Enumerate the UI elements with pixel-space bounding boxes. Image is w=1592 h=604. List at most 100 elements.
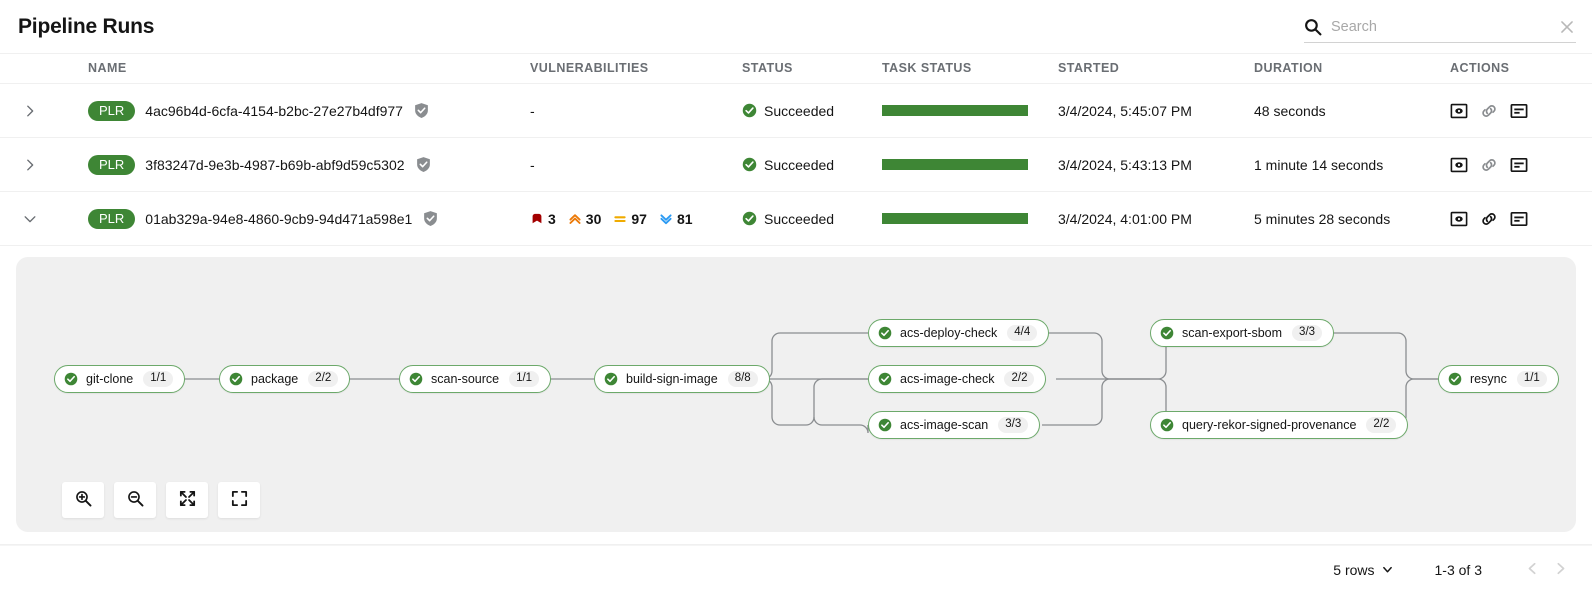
row-actions-cell bbox=[1450, 191, 1592, 246]
plr-badge: PLR bbox=[88, 100, 136, 121]
chevron-down-icon bbox=[1382, 562, 1393, 578]
pipeline-graph-canvas[interactable] bbox=[16, 257, 1576, 532]
table-footer: 5 rows 1-3 of 3 bbox=[0, 545, 1592, 593]
graph-node-package[interactable]: package 2/2 bbox=[219, 365, 351, 393]
row-task-status-cell bbox=[882, 137, 1058, 192]
node-success-icon bbox=[1448, 372, 1462, 386]
table-header: NAME VULNERABILITIES STATUS TASK STATUS … bbox=[0, 53, 1592, 84]
logs-icon[interactable] bbox=[1510, 102, 1528, 120]
link-icon[interactable] bbox=[1480, 156, 1498, 174]
row-duration-cell: 1 minute 14 seconds bbox=[1254, 137, 1450, 192]
search-input[interactable] bbox=[1331, 13, 1558, 40]
logs-icon[interactable] bbox=[1510, 156, 1528, 174]
rows-per-page-label: 5 rows bbox=[1333, 561, 1375, 578]
graph-node-build-sign-image[interactable]: build-sign-image 8/8 bbox=[594, 365, 770, 393]
graph-node-acs-image-scan[interactable]: acs-image-scan 3/3 bbox=[868, 411, 1041, 439]
fullscreen-icon bbox=[230, 489, 249, 511]
column-header-spacer bbox=[0, 53, 88, 84]
link-icon[interactable] bbox=[1480, 102, 1498, 120]
graph-node-query-rekor-signed-provenance[interactable]: query-rekor-signed-provenance 2/2 bbox=[1150, 411, 1409, 439]
row-status-cell: Succeeded bbox=[742, 83, 882, 138]
table-body: PLR 4ac96b4d-6cfa-4154-b2bc-27e27b4df977… bbox=[0, 83, 1592, 545]
close-icon[interactable] bbox=[1558, 18, 1576, 36]
node-success-icon bbox=[1160, 418, 1174, 432]
graph-node-acs-deploy-check[interactable]: acs-deploy-check 4/4 bbox=[868, 319, 1050, 347]
view-output-icon[interactable] bbox=[1450, 156, 1468, 174]
fit-view-button[interactable] bbox=[166, 482, 208, 518]
table-row[interactable]: PLR 3f83247d-9e3b-4987-b69b-abf9d59c5302… bbox=[0, 137, 1592, 192]
row-actions-cell bbox=[1450, 83, 1592, 138]
status-success-icon bbox=[742, 103, 757, 118]
node-label: build-sign-image bbox=[626, 372, 718, 386]
pipeline-runs-table: NAME VULNERABILITIES STATUS TASK STATUS … bbox=[0, 53, 1592, 545]
pipeline-graph-panel[interactable]: git-clone 1/1 package 2/2 scan-source 1/… bbox=[16, 257, 1576, 532]
column-header-status: STATUS bbox=[742, 53, 882, 84]
expand-arrows-icon bbox=[178, 489, 197, 511]
node-label: acs-image-scan bbox=[900, 418, 989, 432]
graph-node-acs-image-check[interactable]: acs-image-check 2/2 bbox=[868, 365, 1047, 393]
chevron-down-icon[interactable] bbox=[14, 203, 46, 235]
column-header-task-status: TASK STATUS bbox=[882, 53, 1058, 84]
node-count: 1/1 bbox=[143, 371, 174, 387]
run-name-link[interactable]: 4ac96b4d-6cfa-4154-b2bc-27e27b4df977 bbox=[145, 102, 403, 119]
low-severity-icon bbox=[660, 213, 672, 224]
node-count: 8/8 bbox=[727, 371, 758, 387]
row-toggle-cell[interactable] bbox=[0, 83, 88, 138]
next-page-button[interactable] bbox=[1546, 556, 1574, 584]
vulnerabilities-none: - bbox=[530, 102, 535, 119]
chevron-right-icon bbox=[1554, 562, 1567, 578]
expanded-pipeline-graph-row: git-clone 1/1 package 2/2 scan-source 1/… bbox=[0, 245, 1592, 545]
plr-badge: PLR bbox=[88, 208, 136, 229]
rows-per-page-select[interactable]: 5 rows bbox=[1333, 562, 1392, 578]
table-row[interactable]: PLR 4ac96b4d-6cfa-4154-b2bc-27e27b4df977… bbox=[0, 83, 1592, 138]
chevron-right-icon[interactable] bbox=[14, 95, 46, 127]
graph-node-scan-source[interactable]: scan-source 1/1 bbox=[399, 365, 552, 393]
row-vulnerabilities-cell: - bbox=[530, 83, 742, 138]
node-label: acs-deploy-check bbox=[900, 326, 998, 340]
important-severity-icon bbox=[569, 213, 581, 224]
node-count: 1/1 bbox=[1516, 371, 1547, 387]
table-row[interactable]: PLR 01ab329a-94e8-4860-9cb9-94d471a598e1 bbox=[0, 191, 1592, 246]
graph-node-scan-export-sbom[interactable]: scan-export-sbom 3/3 bbox=[1150, 319, 1335, 347]
node-count: 1/1 bbox=[509, 371, 540, 387]
graph-node-resync[interactable]: resync 1/1 bbox=[1438, 365, 1559, 393]
node-success-icon bbox=[229, 372, 243, 386]
task-status-bar bbox=[882, 159, 1028, 170]
node-count: 3/3 bbox=[998, 417, 1029, 433]
row-name-cell: PLR 4ac96b4d-6cfa-4154-b2bc-27e27b4df977 bbox=[88, 83, 530, 138]
graph-node-git-clone[interactable]: git-clone 1/1 bbox=[54, 365, 186, 393]
view-output-icon[interactable] bbox=[1450, 210, 1468, 228]
row-duration-cell: 48 seconds bbox=[1254, 83, 1450, 138]
row-toggle-cell[interactable] bbox=[0, 191, 88, 246]
page-range-label: 1-3 of 3 bbox=[1434, 561, 1482, 578]
run-name-link[interactable]: 3f83247d-9e3b-4987-b69b-abf9d59c5302 bbox=[145, 156, 405, 173]
zoom-in-button[interactable] bbox=[62, 482, 104, 518]
run-name-link[interactable]: 01ab329a-94e8-4860-9cb9-94d471a598e1 bbox=[145, 210, 413, 227]
node-label: acs-image-check bbox=[900, 372, 995, 386]
zoom-out-button[interactable] bbox=[114, 482, 156, 518]
fullscreen-button[interactable] bbox=[218, 482, 260, 518]
search-bar[interactable] bbox=[1304, 11, 1576, 43]
status-success-icon bbox=[742, 211, 757, 226]
column-header-name: NAME bbox=[88, 53, 530, 84]
row-name-cell: PLR 01ab329a-94e8-4860-9cb9-94d471a598e1 bbox=[88, 191, 530, 246]
chevron-right-icon[interactable] bbox=[14, 149, 46, 181]
link-icon[interactable] bbox=[1480, 210, 1498, 228]
node-success-icon bbox=[604, 372, 618, 386]
page-header: Pipeline Runs bbox=[0, 0, 1592, 53]
view-output-icon[interactable] bbox=[1450, 102, 1468, 120]
logs-icon[interactable] bbox=[1510, 210, 1528, 228]
node-count: 2/2 bbox=[1004, 371, 1035, 387]
status-label: Succeeded bbox=[764, 102, 835, 119]
task-status-bar bbox=[882, 213, 1028, 224]
row-task-status-cell bbox=[882, 191, 1058, 246]
row-started-cell: 3/4/2024, 5:43:13 PM bbox=[1058, 137, 1254, 192]
previous-page-button[interactable] bbox=[1518, 556, 1546, 584]
node-success-icon bbox=[1160, 326, 1174, 340]
node-count: 2/2 bbox=[308, 371, 339, 387]
graph-controls bbox=[62, 482, 260, 518]
row-toggle-cell[interactable] bbox=[0, 137, 88, 192]
row-started-cell: 3/4/2024, 5:45:07 PM bbox=[1058, 83, 1254, 138]
node-label: package bbox=[251, 372, 299, 386]
status-label: Succeeded bbox=[764, 156, 835, 173]
